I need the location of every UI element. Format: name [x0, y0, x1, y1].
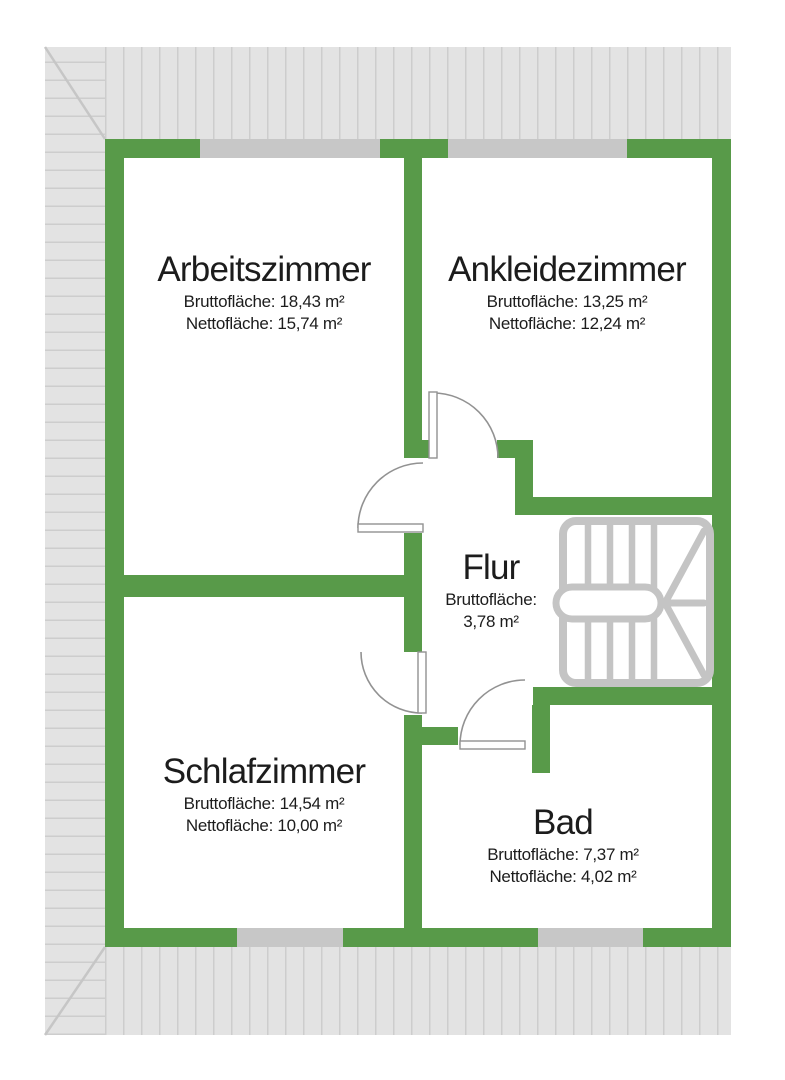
- wall-outer-top: [105, 139, 731, 158]
- staircase-handrail: [552, 583, 665, 623]
- window-top-left: [200, 139, 380, 158]
- wall-divider-upper: [404, 158, 422, 458]
- room-area-brutto-value: 3,78 m²: [463, 612, 519, 631]
- room-area-brutto: Bruttofläche: 18,43 m²: [183, 292, 345, 311]
- door-swing-arc: [459, 679, 526, 746]
- wall-stair-bottom: [533, 687, 712, 705]
- window-bottom-left: [237, 928, 343, 947]
- room-label-flur: Flur Bruttofläche: 3,78 m²: [445, 550, 537, 633]
- room-area-brutto: Bruttofläche: 14,54 m²: [183, 794, 345, 813]
- door-ankleidezimmer: [428, 391, 499, 459]
- staircase: [552, 517, 714, 687]
- room-area-netto: Nettofläche: 10,00 m²: [185, 816, 343, 835]
- room-area-brutto: Bruttofläche:: [445, 590, 537, 609]
- room-area-netto: Nettofläche: 4,02 m²: [489, 867, 637, 886]
- room-area-brutto: Bruttofläche: 7,37 m²: [487, 845, 639, 864]
- room-area-netto: Nettofläche: 15,74 m²: [185, 314, 343, 333]
- staircase-treads-bottom: [584, 617, 658, 679]
- room-label-ankleidezimmer: Ankleidezimmer Bruttofläche: 13,25 m² Ne…: [448, 250, 687, 335]
- door-bad: [459, 679, 526, 750]
- window-bottom-right: [538, 928, 643, 947]
- room-area-netto: Nettofläche: 12,24 m²: [488, 314, 646, 333]
- room-label-bad: Bad Bruttofläche: 7,37 m² Nettofläche: 4…: [487, 805, 639, 888]
- window-top-right: [448, 139, 627, 158]
- room-title: Schlafzimmer: [162, 752, 366, 791]
- door-leaf: [417, 651, 427, 714]
- room-area-brutto: Bruttofläche: 13,25 m²: [486, 292, 648, 311]
- wall-outer-left: [105, 139, 124, 947]
- door-swing-arc: [357, 462, 424, 529]
- staircase-winder-lines: [661, 527, 708, 679]
- room-title: Flur: [462, 548, 520, 587]
- wall-flur-top-stub-left: [422, 440, 433, 458]
- wall-flur-top-right: [497, 440, 533, 458]
- door-leaf: [357, 523, 424, 533]
- door-arbeitszimmer: [357, 462, 424, 533]
- wall-flur-bottom: [404, 727, 458, 745]
- staircase-treads-top: [584, 525, 658, 589]
- wall-outer-right: [712, 139, 731, 947]
- wall-stair-top: [533, 497, 712, 515]
- room-title: Bad: [533, 803, 594, 842]
- room-title: Arbeitszimmer: [157, 250, 371, 289]
- room-label-schlafzimmer: Schlafzimmer Bruttofläche: 14,54 m² Nett…: [162, 752, 366, 837]
- wall-flur-step-vertical: [515, 458, 533, 515]
- door-swing-arc: [432, 392, 499, 459]
- staircase-outline: [559, 517, 714, 687]
- roof-hatch-left: [45, 47, 105, 1035]
- wall-arbeits-schlaf-divider: [105, 575, 422, 597]
- roof-hatch-top: [105, 47, 731, 139]
- door-leaf: [459, 740, 526, 750]
- wall-bad-stub: [532, 705, 550, 773]
- room-title: Ankleidezimmer: [448, 250, 687, 289]
- roof-hatch-bottom: [105, 947, 731, 1035]
- room-label-arbeitszimmer: Arbeitszimmer Bruttofläche: 18,43 m² Net…: [157, 250, 371, 335]
- wall-divider-lower: [404, 715, 422, 928]
- door-swing-arc: [360, 651, 423, 714]
- door-schlafzimmer: [360, 651, 427, 714]
